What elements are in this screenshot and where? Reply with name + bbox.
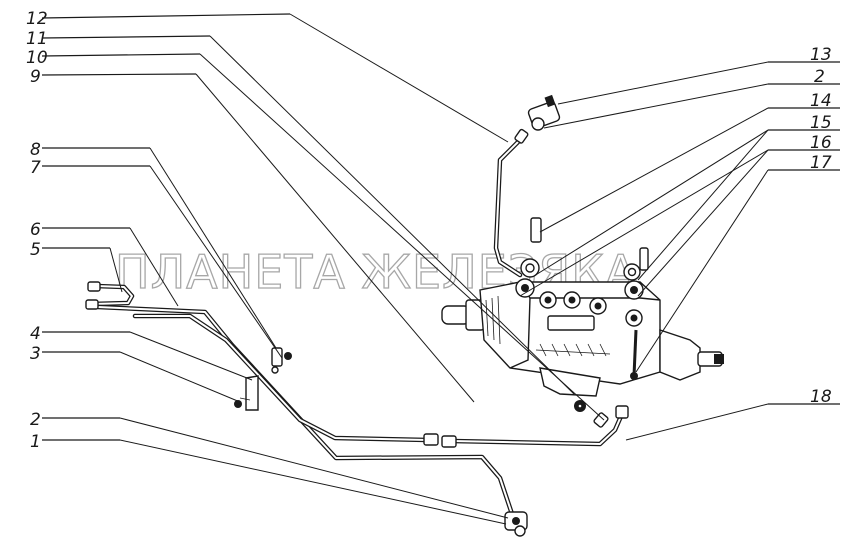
callout-13: 13 (810, 45, 832, 65)
callout-1: 1 (30, 432, 41, 452)
callout-17: 17 (810, 153, 832, 173)
callout-2-left: 2 (30, 410, 41, 430)
callout-7: 7 (30, 158, 41, 178)
callout-8: 8 (30, 140, 41, 160)
fuel-lines (89, 137, 625, 517)
callout-9: 9 (30, 67, 41, 87)
injection-pump (441, 217, 724, 428)
callout-2-right: 2 (814, 67, 825, 87)
callout-11: 11 (26, 29, 48, 49)
callout-16: 16 (810, 133, 832, 153)
callout-12: 12 (26, 9, 48, 29)
tube-fittings (85, 128, 629, 448)
callout-15: 15 (810, 113, 832, 133)
banjo-fitting-bottom (504, 511, 528, 537)
leader-lines (41, 13, 840, 525)
callout-labels: 12 11 10 9 8 7 6 5 4 3 2 1 13 2 14 15 16… (26, 9, 832, 452)
callout-5: 5 (30, 240, 41, 260)
callout-18: 18 (810, 387, 832, 407)
callout-6: 6 (30, 220, 41, 240)
callout-14: 14 (810, 91, 832, 111)
callout-3: 3 (30, 344, 41, 364)
banjo-fitting-top (527, 94, 561, 131)
callout-10: 10 (26, 48, 48, 68)
callout-4: 4 (30, 324, 41, 344)
clamp-and-bolts (234, 347, 292, 411)
